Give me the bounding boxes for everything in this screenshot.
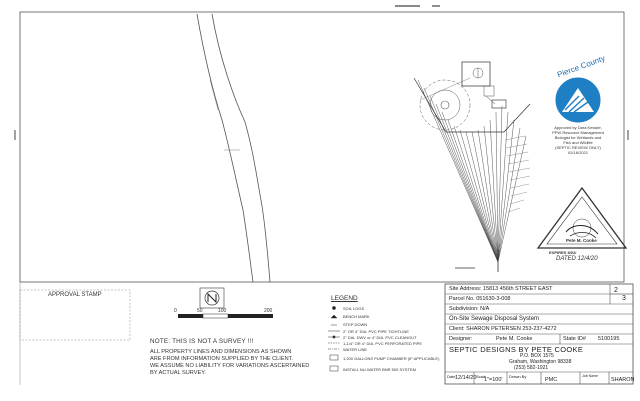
survey-note-title: NOTE: THIS IS NOT A SURVEY !!! <box>150 338 254 345</box>
scale-value: 1"=100' <box>484 377 503 383</box>
state-id: 5100195 <box>598 336 620 342</box>
legend-item: 2" DIA. DWV or 4" DIA. PVC CLEANOUT <box>343 335 417 340</box>
site-address: Site Address: 15813 456th STREET EAST <box>449 286 553 292</box>
legend-item: BENCH MARK <box>343 314 370 319</box>
subdivision: Subdivision: N/A <box>449 306 490 312</box>
legend-item: WATER LINE <box>343 347 368 352</box>
sheet-total: 3 <box>622 295 626 302</box>
county-note-line: 02/16/2021 <box>567 150 589 155</box>
job-name-label: Job Name <box>582 374 598 378</box>
scale-label: Scale <box>476 374 487 379</box>
legend-title: LEGEND <box>331 295 358 302</box>
legend-item: SOIL LOGS <box>343 306 365 311</box>
scale-tick: 0 <box>174 308 177 314</box>
designer-label: Designer: <box>449 336 473 342</box>
scale-bar <box>178 313 273 319</box>
stamp-name: Pete M. Cooke <box>566 238 597 243</box>
survey-note-line: BY ACTUAL SURVEY. <box>150 370 206 376</box>
county-note-line: Biologist for Wetlands and <box>554 135 602 140</box>
system-type: On-Site Sewage Disposal System <box>449 316 540 322</box>
county-note-line: PPW Resource Management <box>552 130 604 135</box>
pierce-county-logo <box>555 77 601 123</box>
well-radius <box>419 79 471 131</box>
designer-name: Pete M. Cooke <box>496 336 533 342</box>
legend-item: STEP DOWN <box>343 322 368 327</box>
stamp-expires: EXPIRES 8/02/ <box>549 250 577 255</box>
firm-address: P.O. BOX 1575 <box>520 353 554 359</box>
parcel-number: Parcel No. 051630-3-008 <box>449 296 511 302</box>
road-line-right <box>211 13 271 283</box>
firm-city: Graham, Washington 98338 <box>509 359 572 365</box>
county-approval-note: Approved by Dara Kessler, PPW Resource M… <box>533 125 623 155</box>
legend-item: 1-1/4" OR 4" DIA. PVC PERFORATED PIPE <box>343 341 423 346</box>
drawn-by: PMC <box>545 377 558 383</box>
firm-name: SEPTIC DESIGNS BY PETE COOKE <box>449 345 584 354</box>
county-note-line: Approved by Dara Kessler, <box>554 125 602 130</box>
date-label: Date <box>447 374 456 379</box>
north-arrow-icon <box>199 287 225 309</box>
scale-tick: 100 <box>218 308 227 314</box>
legend-symbols <box>328 306 340 372</box>
drawn-by-label: Drawn By <box>509 374 527 379</box>
scale-tick: 50 <box>197 308 203 314</box>
survey-note-line: ALL PROPERTY LINES AND DIMENSIONS AS SHO… <box>150 349 292 355</box>
road-line-left <box>196 13 254 283</box>
house <box>461 61 491 87</box>
approval-stamp-box <box>19 289 131 341</box>
sheet-number: 2 <box>614 287 618 294</box>
survey-note-line: WE ASSUME NO LIABILITY FOR VARIATIONS AS… <box>150 363 310 369</box>
state-id-label: State ID# <box>563 336 586 342</box>
legend-item: 2" OR 4" DIA. PVC PIPE TIGHTLINE <box>343 329 409 334</box>
drainfield-lines <box>417 79 527 263</box>
date-value: 12/14/20 <box>455 375 477 381</box>
septic-tank <box>491 99 507 109</box>
legend-item: 1,200 GALLONS PUMP CHAMBER (IF APPLICABL… <box>343 356 440 361</box>
approval-stamp-label: APPROVAL STAMP <box>48 292 102 298</box>
stamp-date: DATED 12/4/20 <box>556 256 598 262</box>
county-note-line: Fish and Wildlife <box>563 140 593 145</box>
firm-phone: (253) 582-1921 <box>514 365 549 371</box>
property-border <box>19 11 625 283</box>
survey-note-line: ARE FROM INFORMATION SUPPLIED BY THE CLI… <box>150 356 293 362</box>
scale-tick: 200 <box>264 308 273 314</box>
legend-item: INSTALL NU-WATER BNR 500 SYSTEM <box>343 367 416 372</box>
job-name: SHARON <box>611 377 635 383</box>
client: Client: SHARON PETERSEN 253-237-4272 <box>449 326 557 332</box>
county-note-line: (SEPTIC REVIEW ONLY) <box>555 145 601 150</box>
engineer-stamp <box>536 186 628 249</box>
